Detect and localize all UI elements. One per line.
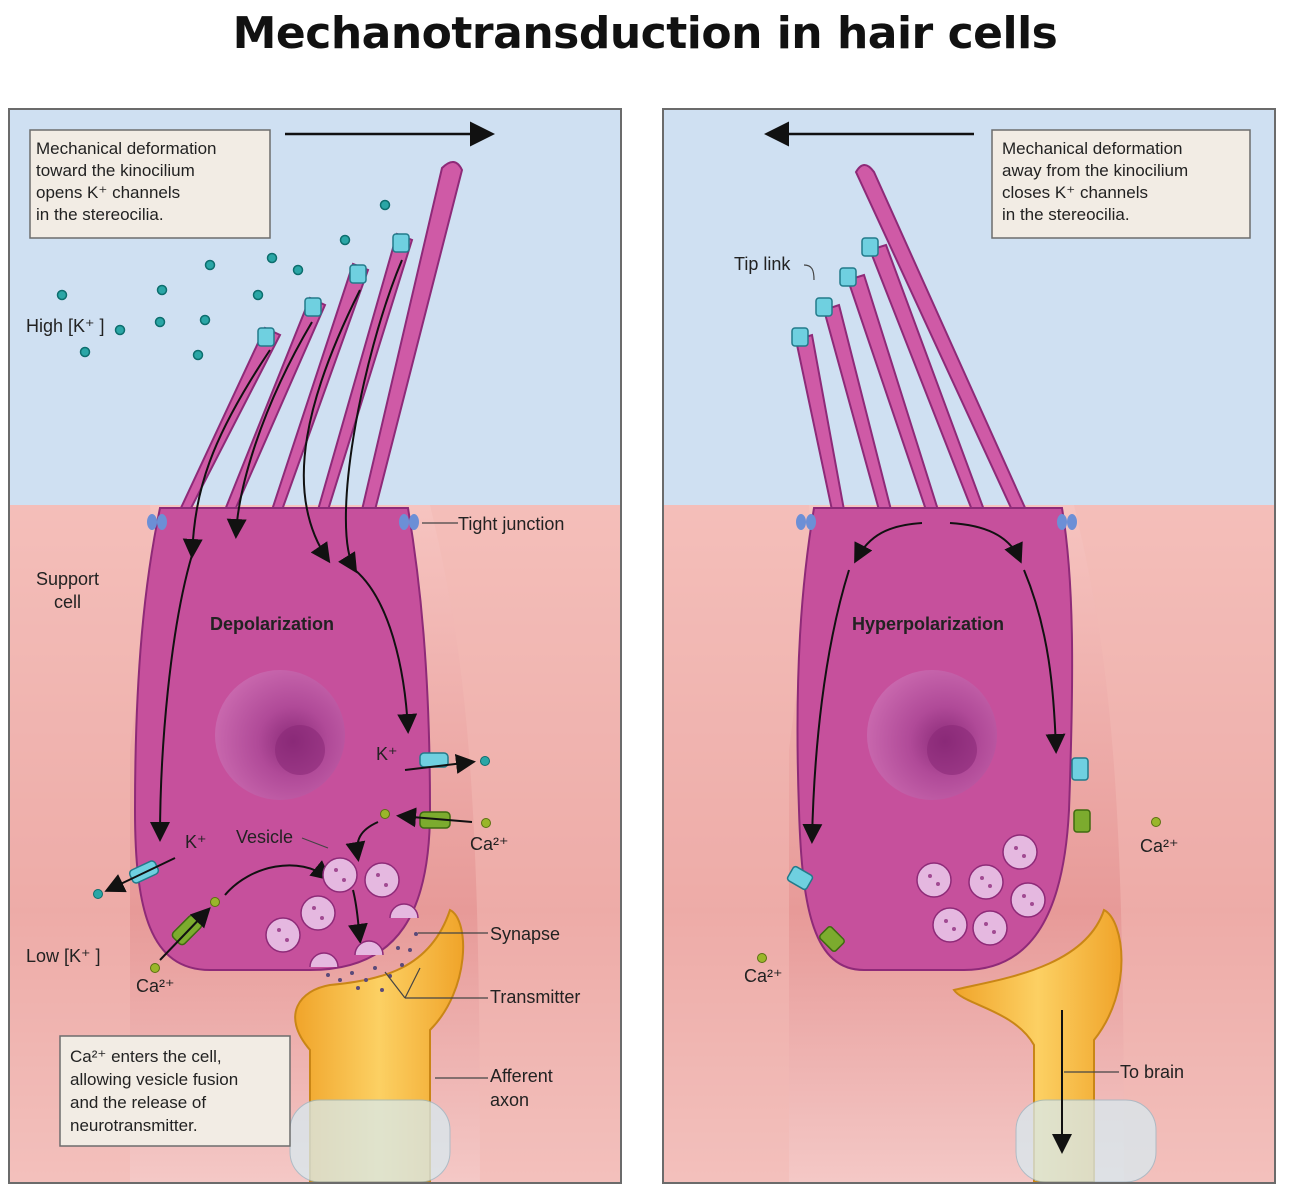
hyperpolarization-label: Hyperpolarization <box>852 614 1004 634</box>
high-k-label: High [K⁺ ] <box>26 316 105 336</box>
ca-label-right: Ca²⁺ <box>470 834 509 854</box>
tight-junctions <box>796 514 1077 530</box>
depolarization-label: Depolarization <box>210 614 334 634</box>
afferent-label-2: axon <box>490 1090 529 1110</box>
hyperpolarization-diagram: Mechanical deformation away from the kin… <box>664 121 1274 1182</box>
tight-junctions <box>147 514 419 530</box>
stereocilia <box>178 161 464 511</box>
k-exit-channel-right <box>404 752 490 774</box>
vesicle-dots <box>277 868 388 942</box>
ca-label-right: Ca²⁺ <box>1140 836 1179 856</box>
info-box-top <box>991 129 1251 239</box>
box-top-line-2: toward the kinocilium <box>36 161 195 180</box>
k-exit-channel-left <box>93 857 176 899</box>
vesicles <box>265 857 400 953</box>
synapse-label: Synapse <box>490 924 560 944</box>
ca-channel-left <box>150 860 332 973</box>
box-top-line-4: in the stereocilia. <box>36 205 164 224</box>
kinocilium <box>360 161 464 511</box>
info-box-top <box>29 129 271 239</box>
k-ions-high <box>56 199 391 361</box>
transmitter-label: Transmitter <box>490 987 580 1007</box>
ca-channel-left <box>819 926 845 952</box>
kinocilium <box>854 164 1028 511</box>
box-bottom-line-1: Ca²⁺ enters the cell, <box>70 1047 222 1066</box>
internal-arrows <box>802 522 1066 844</box>
depolarization-diagram: Mechanical deformation toward the kinoci… <box>10 121 620 1182</box>
k-channel-left <box>786 865 814 891</box>
info-box-bottom <box>59 1035 291 1147</box>
low-k-label: Low [K⁺ ] <box>26 946 101 966</box>
k-channel-right <box>1071 757 1089 781</box>
vesicle-label: Vesicle <box>236 827 293 847</box>
support-cell-label-2: cell <box>54 592 81 612</box>
hyperpolarization-panel: Mechanical deformation away from the kin… <box>662 108 1276 1184</box>
tip-link-label: Tip link <box>734 254 791 274</box>
k-plus-label-left: K⁺ <box>185 832 207 852</box>
tip-channels <box>257 233 410 347</box>
ca-channel-right <box>345 807 491 862</box>
box-top-line-3: closes K⁺ channels <box>1002 183 1148 202</box>
box-top-line-1: Mechanical deformation <box>1002 139 1182 158</box>
ca-label-left: Ca²⁺ <box>744 966 783 986</box>
box-top-line-2: away from the kinocilium <box>1002 161 1188 180</box>
depolarization-panel: Mechanical deformation toward the kinoci… <box>8 108 622 1184</box>
stereocilia <box>794 164 1028 511</box>
tip-channels <box>791 237 879 347</box>
ca-label-left: Ca²⁺ <box>136 976 175 996</box>
afferent-label-1: Afferent <box>490 1066 553 1086</box>
k-plus-label-right: K⁺ <box>376 744 398 764</box>
box-bottom-line-4: neurotransmitter. <box>70 1116 198 1135</box>
transmitter <box>326 932 418 992</box>
box-top-line-3: opens K⁺ channels <box>36 183 180 202</box>
box-bottom-line-3: and the release of <box>70 1093 206 1112</box>
tight-junction-label: Tight junction <box>458 514 564 534</box>
support-cell-label-1: Support <box>36 569 99 589</box>
to-brain-label: To brain <box>1120 1062 1184 1082</box>
box-bottom-line-2: allowing vesicle fusion <box>70 1070 238 1089</box>
k-flow-arrows <box>150 259 418 842</box>
box-top-line-4: in the stereocilia. <box>1002 205 1130 224</box>
ca-channel-right <box>1073 809 1091 833</box>
page-title: Mechanotransduction in hair cells <box>232 8 1058 59</box>
box-top-line-1: Mechanical deformation <box>36 139 216 158</box>
vesicles <box>916 834 1046 946</box>
